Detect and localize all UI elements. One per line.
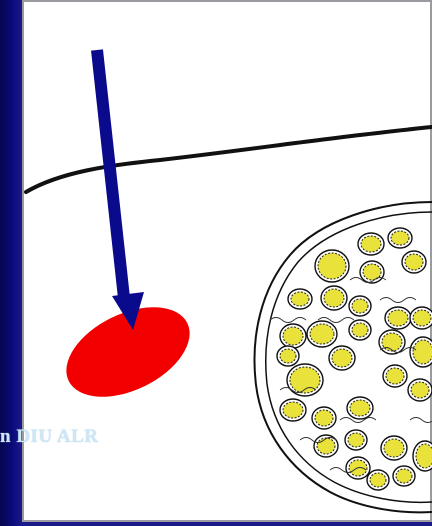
fascicle (280, 349, 296, 363)
fascicle (361, 236, 381, 252)
fascicle (413, 310, 431, 326)
fascicle (291, 292, 309, 306)
fascicle (384, 439, 404, 457)
fascicle (370, 473, 386, 487)
pointing-arrow-icon (97, 50, 144, 330)
tissue-wave (270, 318, 306, 323)
fascicle (283, 327, 303, 345)
fascicle (391, 231, 409, 245)
fascicle (332, 349, 352, 367)
tissue-wave (410, 418, 432, 423)
fascicle (352, 323, 368, 337)
tissue-wave (380, 298, 416, 303)
fascicle (386, 368, 404, 384)
fascicle (310, 324, 334, 344)
fascicle (388, 310, 408, 326)
fascicle (405, 254, 423, 270)
fascicle (324, 289, 344, 307)
fascicle (352, 299, 368, 313)
fascicle (317, 438, 335, 454)
fascicle (350, 400, 370, 416)
fascicle (382, 333, 402, 351)
skin-line (26, 127, 432, 192)
fascicle (315, 410, 333, 426)
fascicle (318, 253, 346, 279)
fascicle (396, 469, 412, 483)
fascicle (283, 402, 303, 418)
caption-text: n DIU ALR (0, 426, 98, 448)
fascicle (411, 382, 429, 398)
fascicle (348, 433, 364, 447)
fascicle-group (277, 228, 432, 490)
nerve-cross-section (254, 202, 432, 512)
fascicle (413, 340, 432, 364)
